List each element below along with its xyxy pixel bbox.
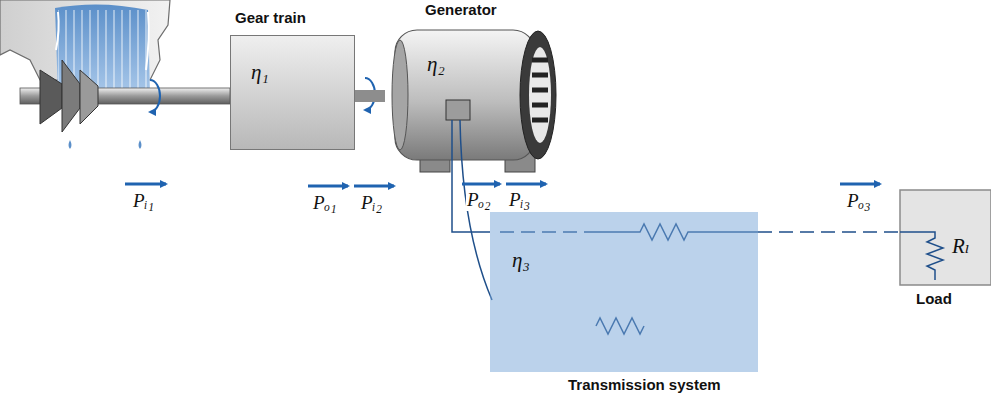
symbol-label: Rₗ bbox=[952, 234, 970, 259]
power-label: Pₒ₃ bbox=[846, 190, 872, 212]
node-title: Generator bbox=[425, 1, 497, 18]
power-label: Pₒ₁ bbox=[312, 192, 338, 214]
node-title: Load bbox=[916, 290, 952, 307]
symbol-label: η₃ bbox=[512, 248, 530, 273]
transmission-system-box: Transmission systemη₃ bbox=[490, 212, 758, 372]
power-wire bbox=[758, 232, 900, 233]
symbol-label: η₁ bbox=[251, 60, 269, 85]
turbine bbox=[20, 60, 230, 132]
drive-shaft bbox=[355, 96, 385, 97]
gear-train-box: Gear trainη₁ bbox=[230, 35, 355, 150]
power-label: Pᵢ₃ bbox=[508, 189, 531, 211]
power-label: Pᵢ₂ bbox=[360, 192, 383, 214]
load-box: LoadRₗ bbox=[900, 190, 991, 285]
power-label: Pₒ₂ bbox=[466, 189, 492, 211]
symbol-label: η₂ bbox=[427, 52, 445, 77]
node-title: Transmission system bbox=[568, 376, 721, 393]
waterfall bbox=[0, 0, 170, 149]
power-label: Pᵢ₁ bbox=[132, 190, 155, 212]
generator: Generatorη₂ bbox=[385, 22, 557, 172]
load-resistor bbox=[900, 190, 991, 285]
power-arrows bbox=[125, 184, 880, 186]
node-title: Gear train bbox=[235, 9, 306, 26]
